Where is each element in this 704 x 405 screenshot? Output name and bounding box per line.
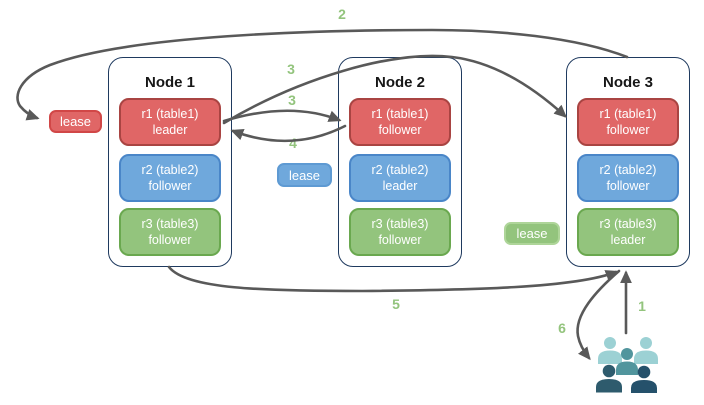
replica-name: r2 (table2) [599, 163, 657, 177]
replica-name: r1 (table1) [599, 107, 657, 121]
replica-name: r2 (table2) [141, 163, 199, 177]
replica-role: follower [148, 233, 192, 247]
replica-name: r3 (table3) [599, 217, 657, 231]
node-1-replica-r2: r2 (table2) follower [119, 154, 221, 202]
step-label-4: 4 [289, 135, 297, 151]
replica-role: leader [382, 179, 418, 193]
user-figure [634, 337, 658, 364]
node-1-title: Node 1 [144, 74, 195, 91]
node-2-replica-r1: r1 (table1) follower [349, 98, 451, 146]
step-label-1: 1 [638, 298, 646, 314]
replica-name: r1 (table1) [371, 107, 429, 121]
node-1-replica-r3: r3 (table3) follower [119, 208, 221, 256]
user-figure [616, 348, 638, 375]
node-2-card: Node 2 r1 (table1) follower r2 (table2) … [338, 57, 462, 267]
replica-role: follower [378, 123, 422, 137]
arrow-step-5-node1-to-node3 [167, 265, 619, 293]
user-figure [596, 364, 622, 393]
node-3-replica-r3: r3 (table3) leader [577, 208, 679, 256]
lease-badge-table3: lease [504, 222, 560, 245]
node-2-replica-r2: r2 (table2) leader [349, 154, 451, 202]
replica-name: r3 (table3) [141, 217, 199, 231]
step-label-6: 6 [558, 320, 566, 336]
node-2-replica-r3: r3 (table3) follower [349, 208, 451, 256]
replica-role: follower [606, 179, 650, 193]
step-label-2: 2 [338, 6, 346, 22]
node-1-card: Node 1 r1 (table1) leader r2 (table2) fo… [108, 57, 232, 267]
node-3-replica-r2: r2 (table2) follower [577, 154, 679, 202]
lease-badge-table2: lease [277, 163, 332, 187]
users-icon [596, 337, 658, 393]
replica-role: leader [152, 123, 188, 137]
step-label-3a: 3 [287, 61, 295, 77]
lease-badge-table1: lease [49, 110, 102, 133]
user-figure [631, 365, 657, 393]
node-3-card: Node 3 r1 (table1) follower r2 (table2) … [566, 57, 690, 267]
step-label-3b: 3 [288, 92, 296, 108]
node-3-title: Node 3 [602, 74, 653, 91]
step-label-5: 5 [392, 296, 400, 312]
node-1-replica-r1: r1 (table1) leader [119, 98, 221, 146]
replica-name: r2 (table2) [371, 163, 429, 177]
replica-role: follower [378, 233, 422, 247]
node-2-title: Node 2 [374, 74, 425, 91]
replica-name: r3 (table3) [371, 217, 429, 231]
replica-role: leader [610, 233, 646, 247]
arrow-step-3-node1-to-node2 [222, 109, 342, 123]
user-figure [598, 337, 622, 364]
replica-role: follower [148, 179, 192, 193]
replica-role: follower [606, 123, 650, 137]
replica-name: r1 (table1) [141, 107, 199, 121]
node-3-replica-r1: r1 (table1) follower [577, 98, 679, 146]
